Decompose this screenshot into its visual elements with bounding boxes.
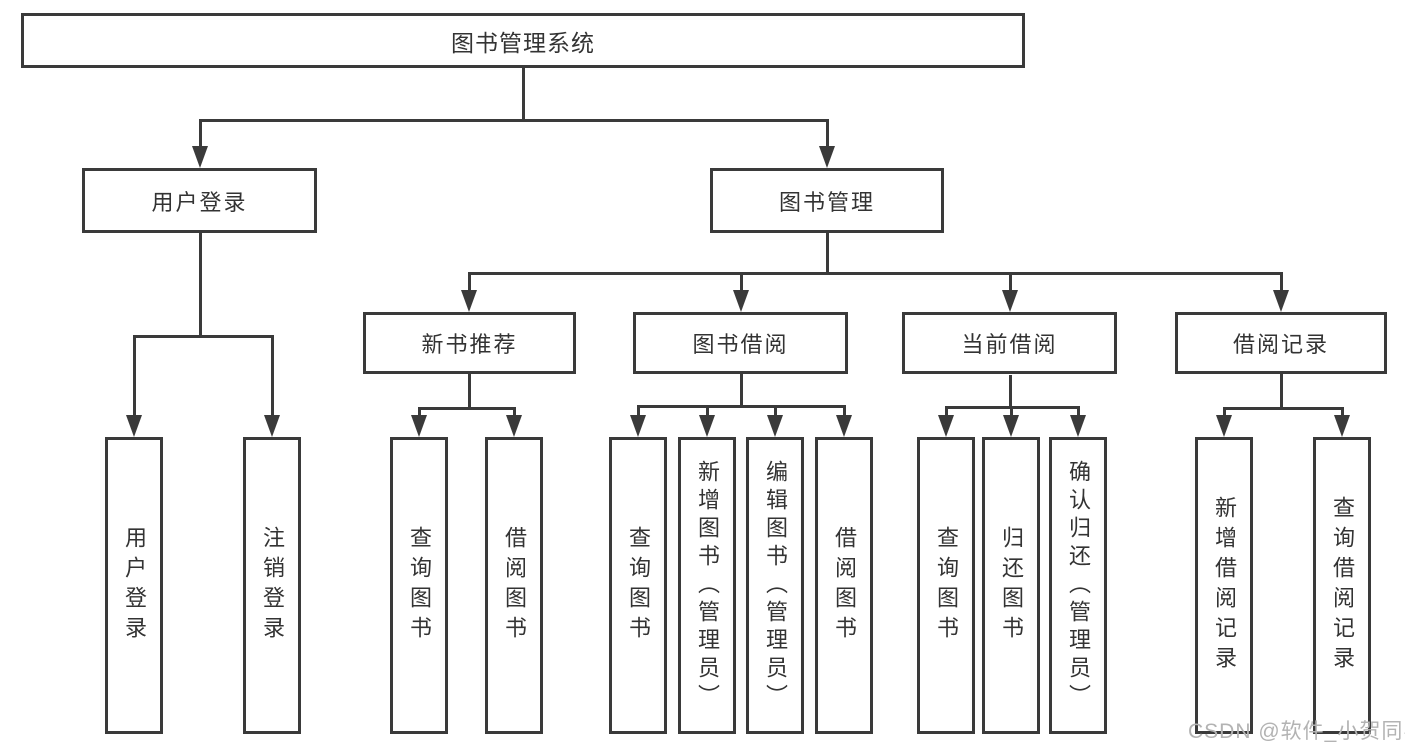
leaf-query-books-c: 查询图书 <box>917 437 975 734</box>
connector-line <box>418 407 421 419</box>
connector-line <box>468 374 471 410</box>
connector-line <box>706 405 709 419</box>
leaf-borrow-books-b: 借阅图书 <box>815 437 873 734</box>
connector-line <box>133 335 274 338</box>
connector-line <box>468 272 1283 275</box>
arrowhead-down-icon <box>1334 415 1350 437</box>
connector-line <box>740 373 743 408</box>
node-book-borrowing: 图书借阅 <box>633 312 848 374</box>
leaf-query-books-b: 查询图书 <box>609 437 667 734</box>
arrowhead-down-icon <box>461 290 477 312</box>
connector-line <box>1223 407 1344 410</box>
watermark: CSDN @软件_小贺同学 <box>1188 720 1405 743</box>
arrowhead-down-icon <box>1002 290 1018 312</box>
arrowhead-down-icon <box>733 290 749 312</box>
node-root: 图书管理系统 <box>21 13 1025 68</box>
connector-line <box>271 335 274 419</box>
leaf-add-books-admin: 新增图书（管理员） <box>678 437 736 734</box>
connector-line <box>945 406 948 419</box>
arrowhead-down-icon <box>1273 290 1289 312</box>
connector-line <box>1009 272 1012 294</box>
arrowhead-down-icon <box>506 415 522 437</box>
connector-line <box>826 233 829 275</box>
connector-line <box>740 272 743 294</box>
arrowhead-down-icon <box>1003 415 1019 437</box>
node-user-login: 用户登录 <box>82 168 317 233</box>
connector-line <box>1280 272 1283 294</box>
connector-line <box>513 407 516 419</box>
connector-line <box>133 335 136 419</box>
arrowhead-down-icon <box>767 415 783 437</box>
arrowhead-down-icon <box>1216 415 1232 437</box>
arrowhead-down-icon <box>819 146 835 168</box>
leaf-logout: 注销登录 <box>243 437 301 734</box>
connector-line <box>199 119 202 149</box>
connector-line <box>637 405 846 408</box>
arrowhead-down-icon <box>938 415 954 437</box>
connector-line <box>843 405 846 419</box>
leaf-add-borrow-record: 新增借阅记录 <box>1195 437 1253 734</box>
connector-line <box>1341 407 1344 419</box>
leaf-return-books: 归还图书 <box>982 437 1040 734</box>
connector-line <box>468 272 471 294</box>
arrowhead-down-icon <box>126 415 142 437</box>
leaf-confirm-return-admin: 确认归还（管理员） <box>1049 437 1107 734</box>
leaf-borrow-books-a: 借阅图书 <box>485 437 543 734</box>
node-current-borrowing: 当前借阅 <box>902 312 1117 374</box>
connector-line <box>1010 406 1013 419</box>
arrowhead-down-icon <box>264 415 280 437</box>
node-new-book-recommend: 新书推荐 <box>363 312 576 374</box>
connector-line <box>418 407 516 410</box>
connector-line <box>1009 375 1012 409</box>
arrowhead-down-icon <box>699 415 715 437</box>
connector-line <box>826 119 829 149</box>
connector-line <box>199 119 829 122</box>
arrowhead-down-icon <box>411 415 427 437</box>
connector-line <box>199 233 202 338</box>
node-borrowing-records: 借阅记录 <box>1175 312 1387 374</box>
leaf-user-login: 用户登录 <box>105 437 163 734</box>
connector-line <box>637 405 640 419</box>
arrowhead-down-icon <box>1070 415 1086 437</box>
connector-line <box>1223 407 1226 419</box>
connector-line <box>1280 374 1283 410</box>
connector-line <box>774 405 777 419</box>
arrowhead-down-icon <box>630 415 646 437</box>
leaf-edit-books-admin: 编辑图书（管理员） <box>746 437 804 734</box>
leaf-query-books-a: 查询图书 <box>390 437 448 734</box>
node-book-management: 图书管理 <box>710 168 944 233</box>
leaf-query-borrow-record: 查询借阅记录 <box>1313 437 1371 734</box>
connector-line <box>1077 406 1080 419</box>
arrowhead-down-icon <box>192 146 208 168</box>
connector-line <box>522 68 525 122</box>
arrowhead-down-icon <box>836 415 852 437</box>
